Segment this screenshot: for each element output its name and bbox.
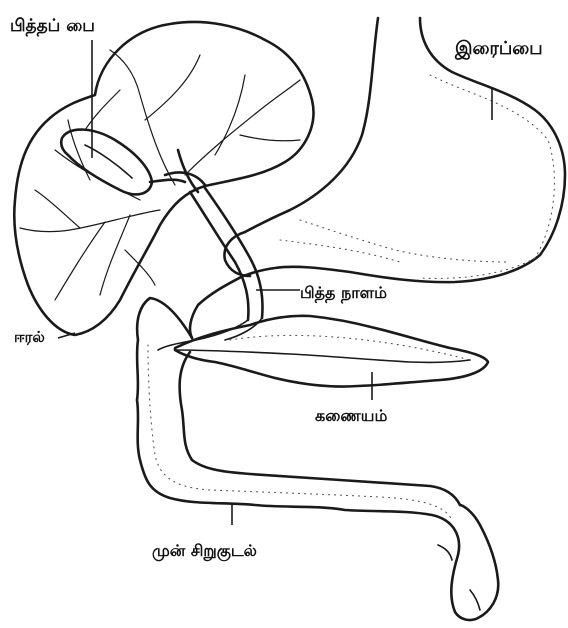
liver-vein xyxy=(240,135,300,141)
pancreatic-duct xyxy=(175,350,470,362)
duodenum-shading xyxy=(148,345,452,520)
duodenum-fold xyxy=(470,590,480,610)
liver-illustration xyxy=(14,22,313,335)
pylorus-illustration xyxy=(190,232,250,338)
stomach-shading xyxy=(420,75,554,278)
liver-vein xyxy=(100,215,130,295)
gallbladder-label: பித்தப் பை xyxy=(10,18,95,35)
pancreas-illustration xyxy=(175,316,488,387)
liver-outline xyxy=(14,22,313,335)
duodenum-label: முன் சிறுகுடல் xyxy=(152,543,257,559)
duodenum-fold xyxy=(438,545,452,560)
liver-vein xyxy=(20,210,160,232)
duct-to-duodenum xyxy=(158,320,248,350)
cystic-duct xyxy=(150,180,185,182)
stomach-label: இரைப்பை xyxy=(455,40,543,58)
common-bile-duct-right xyxy=(205,188,263,318)
stomach-shading xyxy=(300,220,510,262)
common-bile-duct-left xyxy=(190,192,248,320)
gallbladder-illustration xyxy=(61,130,152,195)
duodenum-inner xyxy=(180,352,460,505)
gallbladder-outline xyxy=(61,130,152,195)
hepatic-duct-left xyxy=(178,150,198,192)
liver-label: ஈரல் xyxy=(14,330,45,345)
duodenum-curl xyxy=(460,505,498,618)
liver-vein xyxy=(185,80,300,175)
liver-vein xyxy=(145,55,200,120)
liver-vein xyxy=(55,222,105,300)
stomach-shading xyxy=(280,240,400,262)
pancreas-label: கணையம் xyxy=(315,408,387,424)
bile-duct-illustration xyxy=(150,150,263,350)
duodenum-outer xyxy=(137,298,478,620)
pancreas-shading xyxy=(230,335,470,360)
bile-duct-label: பித்த நாளம் xyxy=(300,285,387,301)
liver-vein xyxy=(35,190,80,228)
